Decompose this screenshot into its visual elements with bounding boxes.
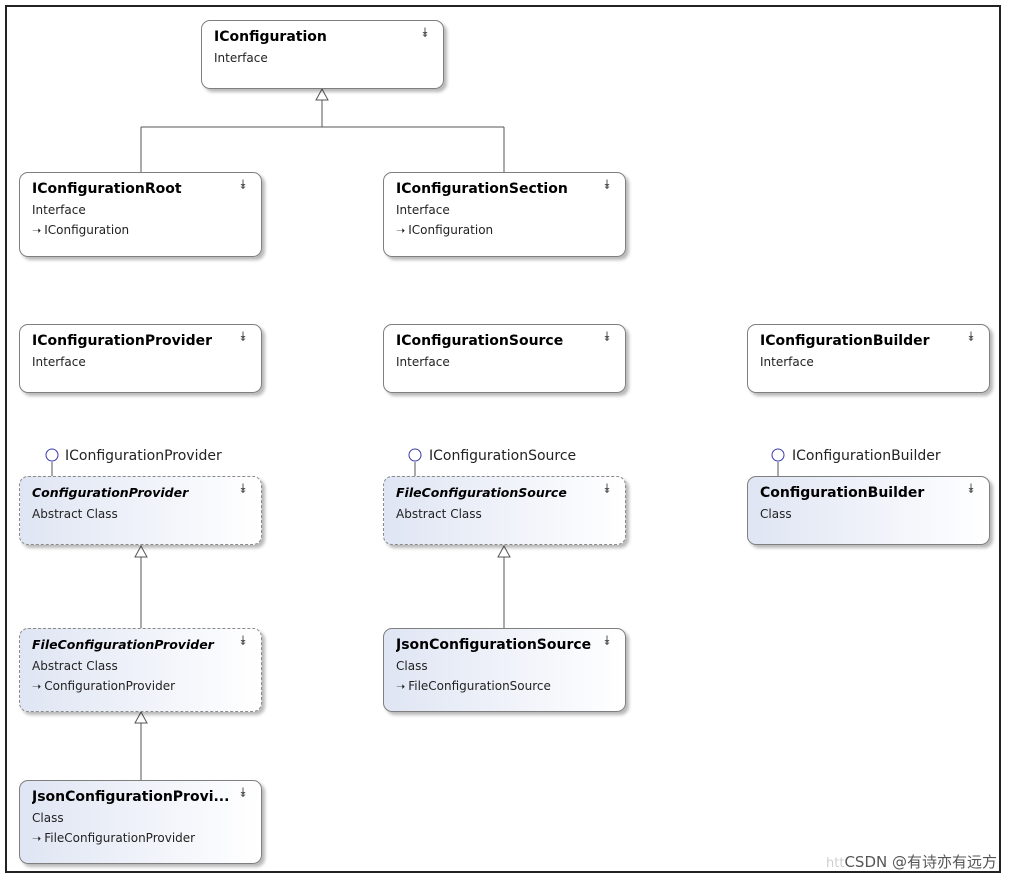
node-name: FileConfigurationSource bbox=[396, 485, 567, 500]
double-chevron-down-icon[interactable]: ⯯ bbox=[239, 482, 247, 497]
watermark: httCSDN @有诗亦有远方 bbox=[826, 851, 997, 872]
lollipop-circle-builder bbox=[771, 448, 785, 462]
node-base-label: IConfiguration bbox=[44, 223, 130, 237]
node-base-label: FileConfigurationProvider bbox=[44, 831, 196, 845]
node-name: JsonConfigurationProvi... bbox=[32, 789, 230, 805]
diagram-frame bbox=[5, 5, 1001, 873]
node-name: IConfigurationBuilder bbox=[760, 333, 930, 349]
node-fileconfigurationprovider[interactable]: FileConfigurationProvider Abstract Class… bbox=[19, 628, 262, 712]
arrow-right-icon: ➝ bbox=[396, 680, 406, 693]
triangle-fileconfigurationprovider bbox=[134, 710, 148, 724]
node-iconfigurationsection[interactable]: IConfigurationSection Interface ➝IConfig… bbox=[383, 172, 626, 257]
node-kind: Interface bbox=[760, 355, 814, 369]
node-kind: Class bbox=[396, 659, 428, 673]
node-name: IConfigurationProvider bbox=[32, 333, 212, 349]
node-iconfigurationroot[interactable]: IConfigurationRoot Interface ➝IConfigura… bbox=[19, 172, 262, 257]
node-base-label: IConfiguration bbox=[408, 223, 494, 237]
node-base: ➝FileConfigurationProvider bbox=[32, 829, 251, 848]
node-base: ➝IConfiguration bbox=[396, 221, 615, 240]
node-base: ➝ConfigurationProvider bbox=[32, 677, 251, 696]
double-chevron-down-icon[interactable]: ⯯ bbox=[603, 634, 611, 649]
node-kind: Interface bbox=[214, 51, 268, 65]
lollipop-label-builder: IConfigurationBuilder bbox=[792, 448, 941, 464]
node-kind: Class bbox=[760, 507, 792, 521]
node-kind: Abstract Class bbox=[32, 507, 118, 521]
node-iconfiguration[interactable]: IConfiguration Interface ⯯ bbox=[201, 20, 444, 89]
double-chevron-down-icon[interactable]: ⯯ bbox=[239, 178, 247, 193]
double-chevron-down-icon[interactable]: ⯯ bbox=[603, 330, 611, 345]
double-chevron-down-icon[interactable]: ⯯ bbox=[421, 26, 429, 41]
double-chevron-down-icon[interactable]: ⯯ bbox=[239, 786, 247, 801]
node-base-label: FileConfigurationSource bbox=[408, 679, 551, 693]
node-kind: Interface bbox=[32, 203, 86, 217]
node-base-label: ConfigurationProvider bbox=[44, 679, 176, 693]
lollipop-circle-source bbox=[408, 448, 422, 462]
lollipop-circle-provider bbox=[45, 448, 59, 462]
triangle-iconfiguration bbox=[315, 87, 329, 101]
double-chevron-down-icon[interactable]: ⯯ bbox=[967, 330, 975, 345]
node-kind: Interface bbox=[396, 203, 450, 217]
arrow-right-icon: ➝ bbox=[32, 832, 42, 845]
node-jsonconfigurationsource[interactable]: JsonConfigurationSource Class ➝FileConfi… bbox=[383, 628, 626, 712]
double-chevron-down-icon[interactable]: ⯯ bbox=[603, 482, 611, 497]
node-base: ➝FileConfigurationSource bbox=[396, 677, 615, 696]
double-chevron-down-icon[interactable]: ⯯ bbox=[603, 178, 611, 193]
node-iconfigurationprovider[interactable]: IConfigurationProvider Interface ⯯ bbox=[19, 324, 262, 393]
node-name: IConfigurationSource bbox=[396, 333, 564, 349]
double-chevron-down-icon[interactable]: ⯯ bbox=[967, 482, 975, 497]
watermark-faint: htt bbox=[826, 856, 845, 871]
node-kind: Abstract Class bbox=[396, 507, 482, 521]
double-chevron-down-icon[interactable]: ⯯ bbox=[239, 634, 247, 649]
arrow-right-icon: ➝ bbox=[32, 680, 42, 693]
node-kind: Interface bbox=[32, 355, 86, 369]
node-jsonconfigurationprovider[interactable]: JsonConfigurationProvi... Class ➝FileCon… bbox=[19, 780, 262, 864]
node-name: IConfigurationRoot bbox=[32, 181, 182, 197]
node-base: ➝IConfiguration bbox=[32, 221, 251, 240]
node-iconfigurationbuilder[interactable]: IConfigurationBuilder Interface ⯯ bbox=[747, 324, 990, 393]
node-name: IConfiguration bbox=[214, 29, 327, 45]
node-name: ConfigurationBuilder bbox=[760, 485, 925, 501]
double-chevron-down-icon[interactable]: ⯯ bbox=[239, 330, 247, 345]
lollipop-label-source: IConfigurationSource bbox=[429, 448, 577, 464]
node-fileconfigurationsource[interactable]: FileConfigurationSource Abstract Class ⯯ bbox=[383, 476, 626, 545]
node-iconfigurationsource[interactable]: IConfigurationSource Interface ⯯ bbox=[383, 324, 626, 393]
node-name: JsonConfigurationSource bbox=[396, 637, 592, 653]
node-kind: Interface bbox=[396, 355, 450, 369]
triangle-fileconfigurationsource bbox=[497, 544, 511, 558]
node-configurationbuilder[interactable]: ConfigurationBuilder Class ⯯ bbox=[747, 476, 990, 545]
triangle-configurationprovider bbox=[134, 544, 148, 558]
arrow-right-icon: ➝ bbox=[396, 224, 406, 237]
node-kind: Class bbox=[32, 811, 64, 825]
arrow-right-icon: ➝ bbox=[32, 224, 42, 237]
watermark-text: CSDN @有诗亦有远方 bbox=[844, 853, 997, 871]
lollipop-label-provider: IConfigurationProvider bbox=[65, 448, 222, 464]
node-kind: Abstract Class bbox=[32, 659, 118, 673]
node-configurationprovider[interactable]: ConfigurationProvider Abstract Class ⯯ bbox=[19, 476, 262, 545]
node-name: IConfigurationSection bbox=[396, 181, 568, 197]
node-name: ConfigurationProvider bbox=[32, 485, 189, 500]
node-name: FileConfigurationProvider bbox=[32, 637, 214, 652]
